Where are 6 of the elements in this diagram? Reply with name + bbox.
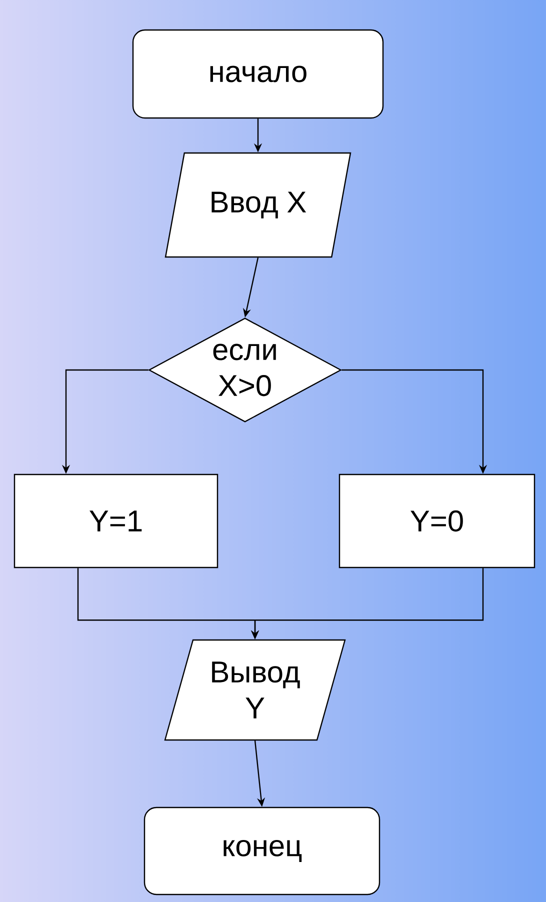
process-box: Y=0: [338, 474, 536, 568]
input-output-parallelogram: Вывод Y: [164, 639, 346, 741]
input-output-parallelogram: Ввод X: [164, 152, 352, 258]
terminal-box: конец: [144, 806, 380, 896]
process-box: Y=1: [14, 474, 218, 568]
terminal-box: начало: [132, 29, 384, 119]
